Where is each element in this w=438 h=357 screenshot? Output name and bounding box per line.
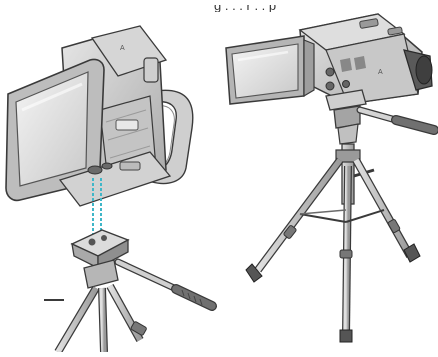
pan-handle [118, 262, 212, 306]
tripod-head-mounted [326, 90, 366, 144]
right-panel: A [226, 14, 434, 342]
lcd-monitor-mounted [226, 36, 314, 104]
tripod-legs-left [44, 286, 147, 352]
tripod-mount-hole [88, 166, 102, 174]
left-panel: A [6, 26, 212, 352]
leg-lock-middle [340, 250, 352, 258]
tripod-legs-mounted [246, 160, 420, 342]
svg-text:A: A [120, 45, 125, 52]
pan-handle-mounted [360, 110, 434, 130]
positioning-hole [102, 163, 112, 169]
svg-text:A: A [378, 69, 383, 76]
foot-middle [340, 330, 352, 342]
